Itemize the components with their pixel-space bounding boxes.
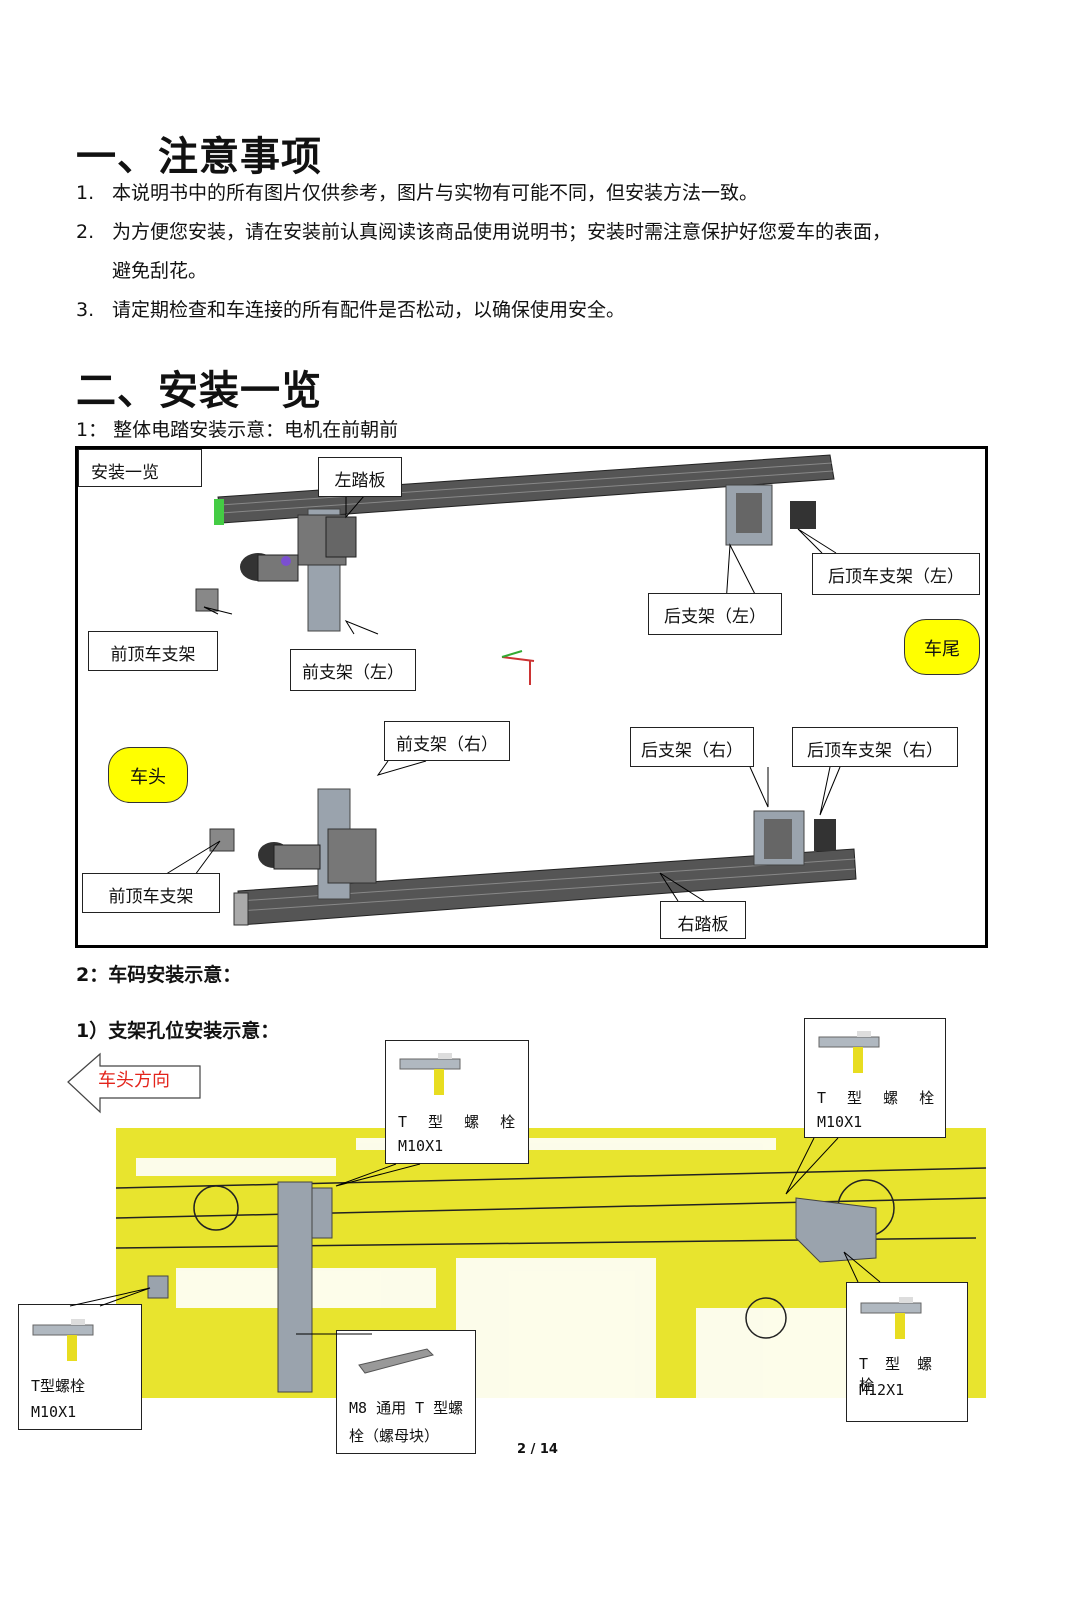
bolt-type: M8 通用 T 型螺 [349,1399,464,1417]
front-top-bracket-lower-part [209,828,235,852]
label-rear-top-right: 后顶车支架（右） [792,727,958,767]
badge-head: 车头 [108,747,188,803]
bolt-type: T型螺栓 [31,1377,86,1395]
label-front-top-upper: 前顶车支架 [88,631,218,671]
item-text: 本说明书中的所有图片仅供参考，图片与实物有可能不同，但安装方法一致。 [112,182,759,204]
label-left-board: 左踏板 [318,457,402,497]
rear-bracket-left-part [725,484,816,546]
left-running-board [214,454,835,525]
page-number: 2 / 14 [517,1442,558,1457]
item-number: 2. [76,221,95,243]
t-bolt-icon [399,1053,461,1095]
bolt-callout-d: T 型 螺 栓 M12X1 [846,1282,968,1422]
subheading-bracket-holes: 1）支架孔位安装示意： [76,1020,280,1042]
label-front-top-lower: 前顶车支架 [82,873,220,913]
front-bracket-left-part [240,508,357,632]
axis-gizmo [501,650,535,685]
front-top-bracket-upper-part [195,588,219,612]
notice-item-3: 3. 请定期检查和车连接的所有配件是否松动，以确保使用安全。 [76,297,1006,323]
notice-item-1: 1. 本说明书中的所有图片仅供参考，图片与实物有可能不同，但安装方法一致。 [76,180,1006,206]
item-number: 1. [76,182,95,204]
front-direction-label: 车头方向 [98,1070,170,1091]
label-rear-top-left: 后顶车支架（左） [812,553,980,595]
box-label: 安装一览 [78,449,202,487]
subheading-vehicle-mount: 2：车码安装示意： [76,964,242,986]
bolt-callout-e: M8 通用 T 型螺 栓（螺母块） [336,1330,476,1454]
item-number: 3. [76,299,95,321]
badge-tail: 车尾 [904,619,980,675]
item-text: 请定期检查和车连接的所有配件是否松动，以确保使用安全。 [112,299,626,321]
rear-bracket-right-part [753,810,836,866]
notice-item-2-cont: 避免刮花。 [112,260,208,282]
bolt-type: T 型 螺 栓 [859,1355,937,1394]
bolt-callout-b: T 型 螺 栓 M10X1 [804,1018,946,1138]
bolt-callout-a: T 型 螺 栓 M10X1 [385,1040,529,1164]
label-right-board: 右踏板 [660,901,746,939]
bolt-spec: 栓（螺母块） [349,1427,440,1445]
subheading-overall: 1： 整体电踏安装示意：电机在前朝前 [76,419,399,441]
bolt-spec: M10X1 [817,1113,863,1131]
label-front-bracket-left: 前支架（左） [290,649,416,691]
install-overview-diagram: 安装一览 左踏板 后顶车支架（左） 后支架（左） 车尾 前顶车支架 前支架（左）… [75,446,988,948]
bolt-spec: M10X1 [31,1403,77,1421]
item-text: 为方便您安装，请在安装前认真阅读该商品使用说明书；安装时需注意保护好您爱车的表面… [112,221,892,243]
bolt-callout-c: T型螺栓 M10X1 [18,1304,142,1430]
notice-item-2: 2. 为方便您安装，请在安装前认真阅读该商品使用说明书；安装时需注意保护好您爱车… [76,219,1006,245]
label-rear-bracket-left: 后支架（左） [648,593,782,635]
t-bolt-icon [32,1319,94,1361]
chassis-photo [76,1118,998,1406]
bolt-type: T 型 螺 栓 [817,1089,941,1107]
nut-bolt-icon [358,1348,434,1374]
t-bolt-icon [860,1297,922,1339]
section1-heading: 一、注意事项 [76,134,322,180]
front-bracket-right-part [258,788,377,900]
callout-leaders [157,488,841,902]
label-rear-bracket-right: 后支架（右） [630,727,754,767]
bolt-type: T 型 螺 栓 [398,1113,522,1131]
t-bolt-icon [818,1031,880,1073]
bolt-spec: M12X1 [859,1381,905,1399]
label-front-bracket-right: 前支架（右） [384,721,510,761]
bolt-spec: M10X1 [398,1137,444,1155]
section2-heading: 二、安装一览 [76,368,322,414]
chassis-drawing [76,1128,987,1398]
front-direction-arrow [67,1052,201,1114]
diagram-drawing [157,454,857,926]
